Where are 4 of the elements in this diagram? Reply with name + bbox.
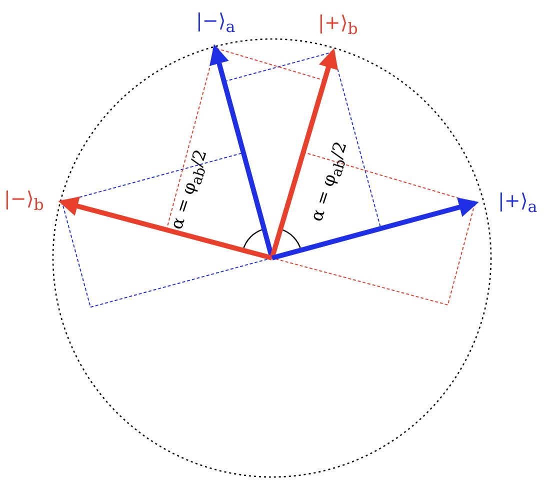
state-label: |−⟩$_{b}$ (4, 190, 44, 213)
state-label: |+⟩$_{a}$ (498, 192, 538, 215)
state-label: |−⟩$_{a}$ (196, 12, 236, 35)
state-label: |+⟩$_{b}$ (318, 14, 358, 37)
